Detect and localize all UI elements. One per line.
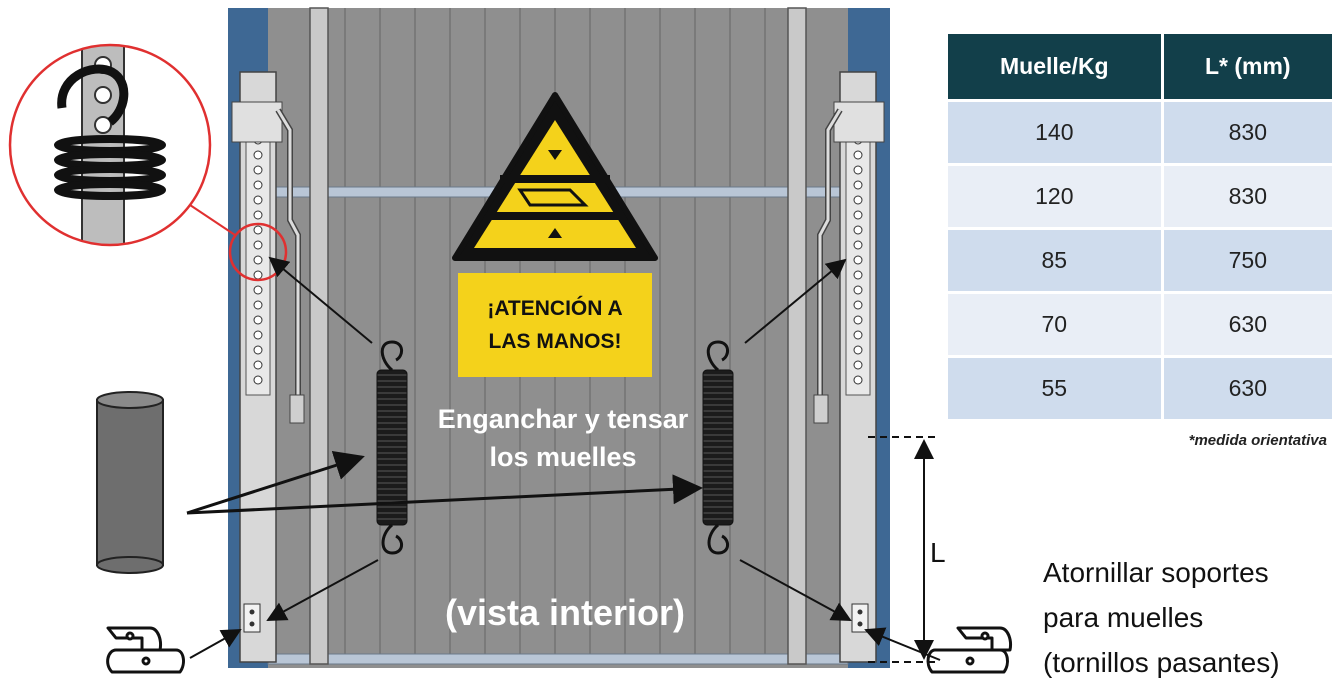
bracket-instruction-line-2: para muelles	[1043, 602, 1204, 633]
table-row: 70 630	[948, 294, 1332, 355]
left-spring	[376, 340, 408, 555]
table-cell-spring: 70	[948, 294, 1161, 355]
hand-crush-warning-icon	[452, 92, 658, 261]
table-row: 140 830	[948, 102, 1332, 163]
table-cell-spring: 140	[948, 102, 1161, 163]
spring-tube	[96, 391, 164, 574]
warning-label: ¡ATENCIÓN A LAS MANOS!	[458, 273, 652, 377]
hook-instruction: Enganchar y tensar los muelles	[398, 400, 728, 476]
table-cell-spring: 55	[948, 358, 1161, 419]
warning-line-2: LAS MANOS!	[488, 330, 622, 353]
column-header-spring-kg: Muelle/Kg	[948, 34, 1161, 99]
table-cell-length: 830	[1163, 102, 1332, 163]
table-row: 120 830	[948, 166, 1332, 227]
left-rail	[231, 71, 305, 663]
hook-instruction-line-2: los muelles	[489, 442, 637, 472]
right-rail	[813, 71, 885, 663]
right-bracket-icon	[926, 626, 1012, 674]
view-caption: (vista interior)	[444, 592, 686, 633]
table-row: 55 630	[948, 358, 1332, 419]
dimension-label: L	[930, 537, 946, 568]
length-dimension	[868, 436, 940, 663]
bracket-instruction: Atornillar soportes para muelles (tornil…	[1043, 550, 1280, 685]
spring-spec-table: Muelle/Kg L* (mm) 140 830 120 830 85 750…	[945, 31, 1335, 422]
column-header-length: L* (mm)	[1163, 34, 1332, 99]
hook-instruction-line-1: Enganchar y tensar	[437, 404, 689, 434]
table-cell-length: 830	[1163, 166, 1332, 227]
table-row: 85 750	[948, 230, 1332, 291]
table-cell-spring: 120	[948, 166, 1161, 227]
table-cell-length: 630	[1163, 294, 1332, 355]
hook-detail-zoom	[8, 43, 288, 282]
table-footnote: *medida orientativa	[1188, 432, 1327, 449]
bracket-instruction-line-1: Atornillar soportes	[1043, 557, 1269, 588]
warning-line-1: ¡ATENCIÓN A	[487, 297, 623, 320]
table-cell-length: 750	[1163, 230, 1332, 291]
table-cell-length: 630	[1163, 358, 1332, 419]
right-spring	[702, 340, 734, 555]
pointer-arrows	[186, 256, 941, 661]
table-header-row: Muelle/Kg L* (mm)	[948, 34, 1332, 99]
bracket-instruction-line-3: (tornillos pasantes)	[1043, 647, 1280, 678]
left-bracket-icon	[106, 626, 185, 674]
table-cell-spring: 85	[948, 230, 1161, 291]
